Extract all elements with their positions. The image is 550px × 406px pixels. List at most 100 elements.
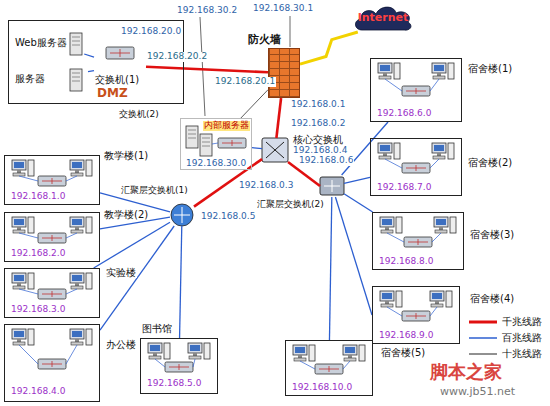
pc-monitor xyxy=(432,63,446,73)
local-wire xyxy=(19,345,38,364)
pc-tower xyxy=(396,291,402,307)
server: 服务器 xyxy=(12,68,88,90)
pc-tower xyxy=(164,343,170,359)
server-slot xyxy=(72,81,80,82)
pc-monitor xyxy=(70,329,84,339)
switch-icon xyxy=(218,138,246,148)
switch-arrow xyxy=(266,142,284,158)
pc-tower xyxy=(86,217,92,233)
pc-screen xyxy=(380,65,390,71)
pc-monitor xyxy=(343,345,357,355)
ip-label: 192.168.2.0 xyxy=(11,249,65,259)
legend-swatch xyxy=(468,349,498,359)
pc-stand xyxy=(17,170,21,173)
switch-arrow xyxy=(52,178,53,184)
ip-label: 192.168.7.0 xyxy=(377,183,431,193)
pc-stand xyxy=(153,353,157,356)
pc-monitor xyxy=(378,63,392,73)
pc-monitor xyxy=(70,273,84,283)
pc-screen xyxy=(72,162,82,168)
switch-arrow xyxy=(266,142,284,158)
leader-line xyxy=(200,17,205,116)
pc-tower xyxy=(28,329,34,345)
pc-screen xyxy=(72,331,82,337)
switch-arrow xyxy=(52,361,53,367)
pc-tower xyxy=(448,63,454,79)
server-slot xyxy=(202,146,210,147)
building-lan: 办公楼192.168.4.0 xyxy=(4,324,100,402)
node-title: 内部服务器 xyxy=(203,121,250,131)
link-line xyxy=(329,197,331,340)
switch-icon xyxy=(38,233,66,243)
local-wire xyxy=(66,233,77,238)
link-line xyxy=(88,71,94,72)
pc-stand xyxy=(193,353,197,356)
switch-arrow xyxy=(416,165,417,171)
internal-servers: 内部服务器192.168.30.0 xyxy=(180,118,252,170)
node-title: 图书馆 xyxy=(141,323,173,334)
pc-monitor xyxy=(12,217,26,227)
pc-screen xyxy=(436,219,446,225)
server-icon xyxy=(70,33,82,55)
pc-stand xyxy=(435,301,439,304)
pc-stand xyxy=(383,153,387,156)
switch-icon xyxy=(402,163,430,173)
link-line xyxy=(84,54,94,57)
pc-monitor xyxy=(188,343,202,353)
node-title: 宿舍楼(1) xyxy=(467,63,513,74)
legend-line xyxy=(469,321,497,324)
pc-monitor xyxy=(293,345,307,355)
link-line xyxy=(100,226,174,330)
link-line xyxy=(94,222,170,268)
legend-text: 百兆线路 xyxy=(502,332,542,343)
node-title: 教学楼(1) xyxy=(103,150,149,161)
server-slot xyxy=(202,142,210,143)
pc-keyboard xyxy=(71,230,83,233)
server-slot xyxy=(188,130,196,131)
server-slot xyxy=(72,37,80,38)
pc-tower xyxy=(86,160,92,176)
link-line xyxy=(146,67,268,73)
node-title: 192.168.20.0 xyxy=(121,27,181,37)
node-title: 服务器 xyxy=(14,73,46,84)
pc-stand xyxy=(17,227,21,230)
ip-label: 192.168.4.0 xyxy=(11,387,65,397)
pc-keyboard xyxy=(381,304,393,307)
pc-keyboard xyxy=(379,156,391,159)
node-title: 汇聚层交换机(2) xyxy=(256,200,325,210)
local-wire xyxy=(430,159,439,168)
building-lan: 宿舍楼(3)192.168.8.0 xyxy=(372,212,464,270)
dmz-zone: 192.168.20.0DMZWeb服务器服务器交换机(1) xyxy=(8,20,184,104)
switch-arrow xyxy=(52,291,53,297)
pc-tower xyxy=(28,273,34,289)
local-wire xyxy=(66,345,77,364)
ip-label: 192.168.30.2 xyxy=(176,6,238,16)
pc-monitor xyxy=(12,160,26,170)
pc-monitor xyxy=(12,329,26,339)
local-wire xyxy=(343,361,350,369)
link-line xyxy=(276,98,281,138)
internet-cloud: Internet xyxy=(352,4,414,32)
pc-tower xyxy=(359,345,365,361)
local-wire xyxy=(387,307,402,316)
pc-stand xyxy=(437,73,441,76)
router-icon xyxy=(171,204,193,226)
pc-monitor xyxy=(378,143,392,153)
switch-arrow xyxy=(179,364,180,370)
pc-stand xyxy=(383,73,387,76)
switch-arrow xyxy=(120,49,121,57)
legend-line xyxy=(469,337,497,339)
node-title: 教学楼(2) xyxy=(103,209,149,220)
switch-icon xyxy=(38,289,66,299)
switch-arrow xyxy=(232,140,233,146)
switch-arrow xyxy=(332,180,333,192)
local-wire xyxy=(193,359,195,367)
pc-tower xyxy=(28,217,34,233)
node-title: 交换机(1) xyxy=(94,74,140,85)
server-icon xyxy=(200,134,212,156)
node-title: 办公楼 xyxy=(105,339,137,350)
aggregation-switch: 汇聚层交换机(2) xyxy=(320,175,344,197)
pc-tower xyxy=(204,343,210,359)
local-wire xyxy=(430,79,439,91)
